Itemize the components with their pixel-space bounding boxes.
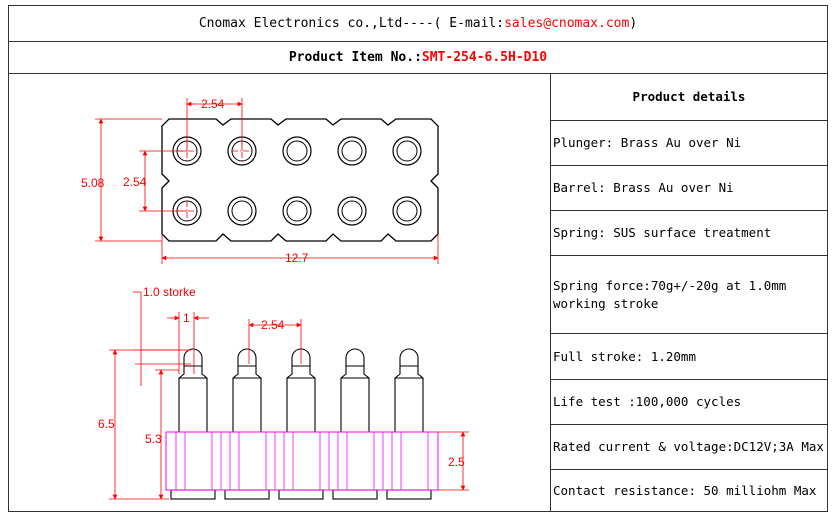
pin-hole-outer (337, 136, 367, 166)
dim-length-label: 12.7 (285, 251, 309, 265)
barrel (232, 366, 262, 432)
dim-row-pitch-label: 2.54 (123, 175, 147, 189)
item-number-label: Product Item No.: (288, 50, 422, 65)
dim-total-label: 6.5 (98, 417, 115, 431)
pin-foot (224, 489, 270, 500)
top-view-body (161, 118, 439, 242)
dim-pitch-side-label: 2.54 (261, 318, 285, 332)
dim-length (161, 234, 439, 264)
pin-hole-inner (286, 200, 308, 222)
detail-row: Barrel: Brass Au over Ni (551, 166, 827, 211)
pin-foot (332, 489, 378, 500)
pin-hole-inner (341, 200, 363, 222)
pin-hole-outer (282, 196, 312, 226)
dim-body (155, 369, 179, 500)
dim-total (109, 349, 185, 500)
detail-row: Full stroke: 1.20mm (551, 334, 827, 380)
barrel (394, 366, 424, 432)
barrel (340, 366, 370, 432)
dim-pitch-side (248, 319, 302, 364)
plunger (237, 348, 257, 366)
product-details-table: Product details Plunger: Brass Au over N… (551, 74, 827, 511)
dim-body-label: 5.3 (145, 432, 162, 446)
dim-row-pitch (139, 150, 187, 212)
pin-hole-inner (396, 140, 418, 162)
pin-hole-inner (231, 200, 253, 222)
pin-foot (170, 489, 216, 500)
dim-one (167, 312, 209, 374)
header-row: Cnomax Electronics co.,Ltd----( E-mail: … (9, 6, 827, 42)
dim-pitch-top (186, 98, 243, 151)
plunger (345, 348, 365, 366)
dim-base (438, 431, 469, 491)
hole-centerlines (177, 141, 252, 221)
top-view: 2.54 2.54 5.08 (81, 97, 439, 265)
item-number-row: Product Item No.: SMT-254-6.5H-D10 (9, 42, 827, 74)
barrel (178, 366, 208, 432)
insulator-hatch (175, 432, 429, 490)
dim-one-label: 1 (183, 311, 190, 325)
plunger (399, 348, 419, 366)
detail-row: Life test :100,000 cycles (551, 380, 827, 425)
header-close: ) (629, 16, 638, 31)
dim-stroke (133, 291, 191, 386)
pin-hole-outer (282, 136, 312, 166)
dim-height-label: 5.08 (81, 176, 105, 190)
detail-row: Plunger: Brass Au over Ni (551, 121, 827, 166)
pin-hole-inner (396, 200, 418, 222)
pin-hole-inner (341, 140, 363, 162)
item-number-value: SMT-254-6.5H-D10 (421, 50, 548, 65)
pin-hole-inner (286, 140, 308, 162)
details-title: Product details (551, 74, 827, 121)
drawing-canvas: 2.54 2.54 5.08 (81, 97, 469, 500)
detail-row: Spring: SUS surface treatment (551, 211, 827, 256)
dim-pitch-top-label: 2.54 (201, 97, 225, 111)
pin-foot (278, 489, 324, 500)
email-link[interactable]: sales@cnomax.com (504, 16, 630, 31)
side-view: 1.0 storke 1 2.54 (98, 285, 469, 500)
pin-foot (386, 489, 432, 500)
detail-row: Contact resistance: 50 milliohm Max (553, 482, 817, 498)
detail-row: Rated current & voltage:DC12V;3A Max (551, 425, 827, 470)
pin-holes (172, 136, 422, 226)
pogo-pins (170, 348, 432, 500)
pin-hole-outer (337, 196, 367, 226)
plunger (183, 348, 203, 366)
technical-drawing: 2.54 2.54 5.08 (9, 74, 551, 511)
company-name: Cnomax Electronics co.,Ltd----( E-mail: (198, 16, 505, 31)
dim-base-label: 2.5 (448, 455, 465, 469)
barrel (286, 366, 316, 432)
pin-hole-outer (227, 196, 257, 226)
dim-height (95, 118, 162, 242)
spec-sheet: Cnomax Electronics co.,Ltd----( E-mail: … (8, 5, 828, 512)
stroke-label: 1.0 storke (143, 285, 196, 299)
pin-hole-outer (392, 136, 422, 166)
detail-row: Spring force:70g+/-20g at 1.0mm working … (551, 256, 827, 334)
pin-hole-outer (392, 196, 422, 226)
insulator-body (165, 431, 439, 491)
